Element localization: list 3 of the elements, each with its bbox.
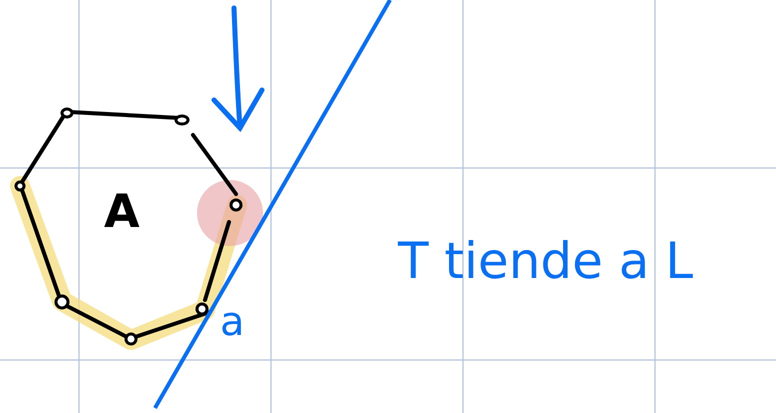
note-text: T tiende a L (398, 236, 694, 286)
region-label: A (104, 188, 140, 234)
point-label: a (220, 302, 245, 342)
